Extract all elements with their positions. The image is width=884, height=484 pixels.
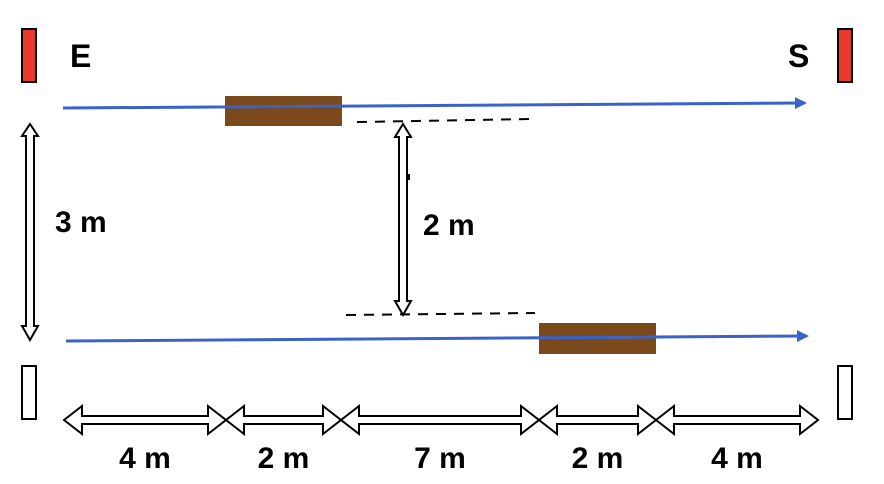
segment-arrow-3 <box>339 403 541 437</box>
top-block <box>225 96 342 126</box>
segment-label-2: 2 m <box>258 442 310 475</box>
left-post-label: E <box>70 38 91 74</box>
segment-dimensions: 4 m 2 m 7 m 2 m 4 m <box>62 403 820 475</box>
height-gap-label: 2 m <box>423 209 475 242</box>
left-top-post <box>21 28 37 83</box>
segment-arrow-2 <box>224 403 343 437</box>
segment-arrow-4 <box>537 403 658 437</box>
segment-label-4: 2 m <box>572 442 624 475</box>
bottom-path-arrow <box>65 330 809 343</box>
height-total-label: 3 m <box>55 206 107 239</box>
right-post-label: S <box>788 38 809 74</box>
height-total-arrow <box>20 122 40 343</box>
right-bottom-post <box>837 365 853 420</box>
left-bottom-post <box>21 365 37 420</box>
segment-arrow-1 <box>62 403 228 437</box>
top-path-arrow <box>62 97 807 110</box>
segment-label-1: 4 m <box>119 442 171 475</box>
top-dashed-line <box>356 118 533 123</box>
segment-label-5: 4 m <box>711 442 763 475</box>
right-top-post <box>837 28 853 83</box>
segment-label-3: 7 m <box>414 442 466 475</box>
bottom-dashed-line <box>345 312 536 316</box>
segment-arrow-5 <box>654 403 820 437</box>
height-gap-arrow <box>393 122 413 318</box>
